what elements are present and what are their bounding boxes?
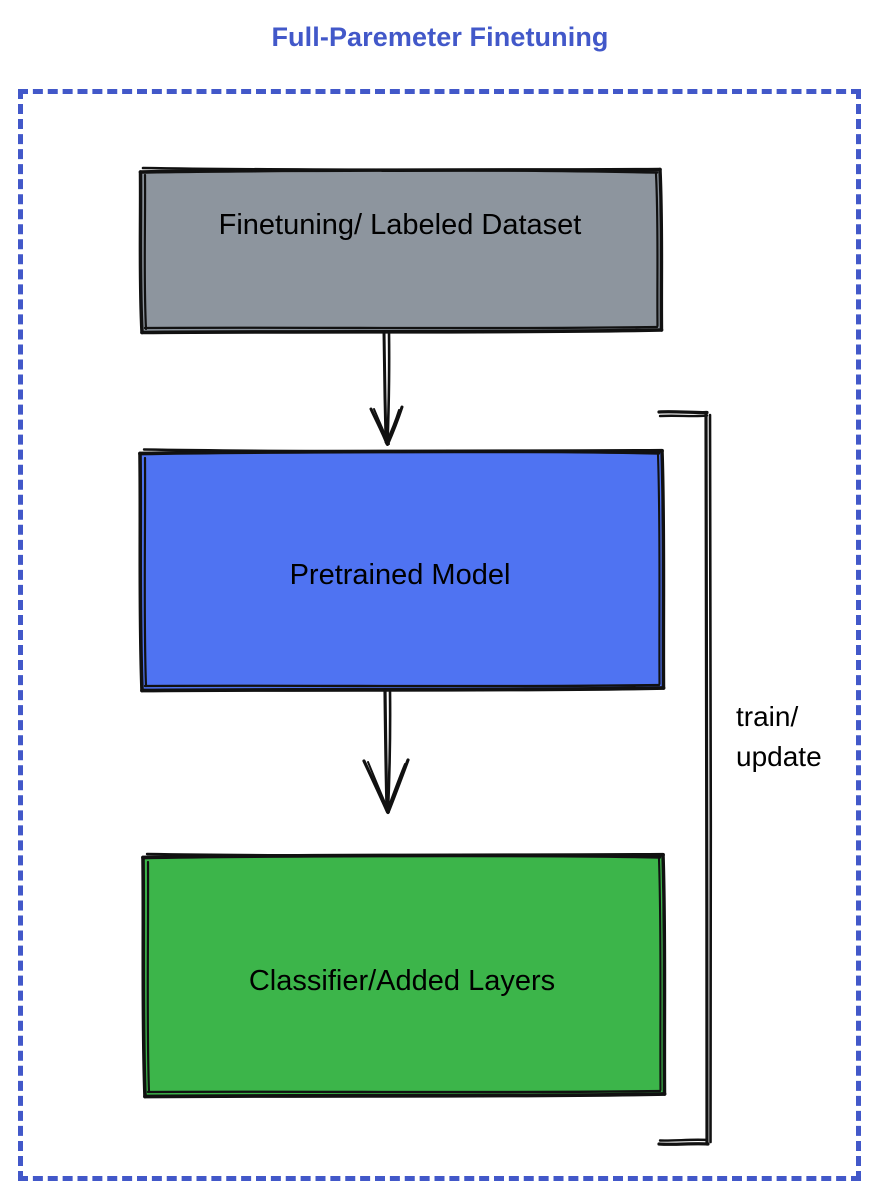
arrow-down-icon [362, 688, 410, 815]
node-classifier-added-layers[interactable]: Classifier/Added Layers [138, 852, 667, 1099]
node-dataset-shape [138, 166, 664, 335]
node-pretrained-shape [138, 448, 666, 693]
page-title: Full-Paremeter Finetuning [271, 22, 609, 52]
node-pretrained-model[interactable]: Pretrained Model [135, 448, 666, 693]
arrow-pretrained-to-classifier [350, 688, 440, 818]
arrow-down-icon [369, 330, 404, 446]
dashed-container [18, 89, 861, 1181]
feedback-loop-connector [650, 400, 730, 1160]
arrow-dataset-to-pretrained [350, 330, 440, 455]
node-finetuning-labeled-dataset[interactable]: Finetuning/ Labeled Dataset [136, 166, 664, 335]
feedback-loop-label: train/ update [736, 697, 866, 777]
feedback-loop-label-line1: train/ [736, 701, 799, 732]
feedback-loop-path [657, 410, 713, 1146]
node-classifier-shape [141, 852, 667, 1099]
feedback-loop-label-line2: update [736, 741, 822, 772]
